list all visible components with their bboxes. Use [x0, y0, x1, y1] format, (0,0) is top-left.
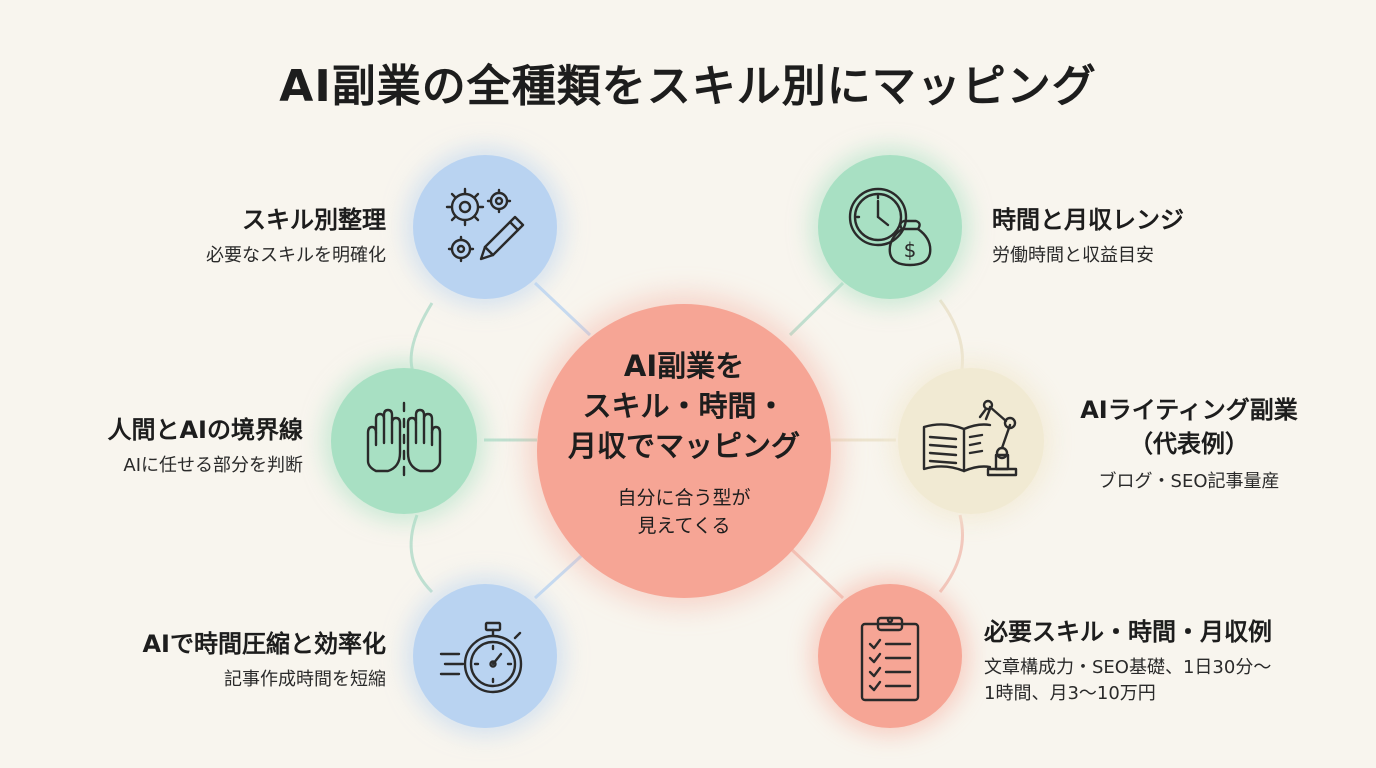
page-title: AI副業の全種類をスキル別にマッピング: [279, 61, 1097, 112]
ring-arc-left-bottom: [409, 514, 434, 594]
stopwatch-icon: [439, 621, 523, 694]
node-skill-label: スキル別整理 必要なスキルを明確化: [206, 200, 386, 269]
node-human-ai-circle: [331, 368, 477, 514]
node-time-income-circle: $: [818, 155, 962, 299]
node-requirements-sub: 文章構成力・SEO基礎、1日30分〜 1時間、月3〜10万円: [984, 657, 1272, 704]
center-node: AI副業を スキル・時間・ 月収でマッピング 自分に合う型が 見えてくる: [537, 304, 831, 598]
center-node-sub-text: 自分に合う型が 見えてくる: [617, 487, 751, 537]
node-human-ai-sub: AIに任せる部分を判断: [123, 455, 303, 476]
clipboard-checklist-icon: [860, 616, 920, 702]
spoke-time-income: [788, 281, 845, 337]
node-time-efficiency-circle: [413, 584, 557, 728]
node-time-efficiency-label: AIで時間圧縮と効率化 記事作成時間を短縮: [142, 624, 386, 693]
hands-divider-icon: [366, 401, 442, 477]
node-time-efficiency-heading: AIで時間圧縮と効率化: [142, 630, 386, 658]
book-robot-arm-icon: [922, 399, 1018, 477]
node-ai-writing-circle: [898, 368, 1044, 514]
node-ai-writing-heading: AIライティング副業 （代表例）: [1080, 396, 1298, 458]
node-human-ai-label: 人間とAIの境界線 AIに任せる部分を判断: [107, 410, 303, 479]
node-requirements-heading: 必要スキル・時間・月収例: [984, 618, 1272, 646]
node-requirements-label: 必要スキル・時間・月収例 文章構成力・SEO基礎、1日30分〜 1時間、月3〜1…: [984, 612, 1272, 707]
gears-pencil-icon: [445, 187, 525, 263]
node-time-efficiency-sub: 記事作成時間を短縮: [224, 669, 386, 690]
center-node-main-text: AI副業を スキル・時間・ 月収でマッピング: [567, 349, 800, 463]
svg-text:$: $: [904, 238, 917, 262]
node-human-ai-heading: 人間とAIの境界線: [107, 416, 303, 444]
node-time-income-label: 時間と月収レンジ 労働時間と収益目安: [992, 200, 1184, 269]
node-skill-sub: 必要なスキルを明確化: [206, 245, 386, 266]
node-skill-circle: [413, 155, 557, 299]
node-skill-heading: スキル別整理: [242, 206, 386, 234]
node-time-income-sub: 労働時間と収益目安: [992, 245, 1154, 266]
node-ai-writing-sub: ブログ・SEO記事量産: [1098, 471, 1280, 492]
node-time-income-heading: 時間と月収レンジ: [992, 206, 1184, 234]
spoke-skill: [533, 281, 592, 337]
node-ai-writing-label: AIライティング副業 （代表例） ブログ・SEO記事量産: [1056, 393, 1322, 495]
spoke-requirements: [788, 546, 845, 600]
node-requirements-circle: [818, 584, 962, 728]
clock-moneybag-icon: $: [848, 187, 932, 267]
ring-arc-right-bottom: [938, 514, 964, 593]
